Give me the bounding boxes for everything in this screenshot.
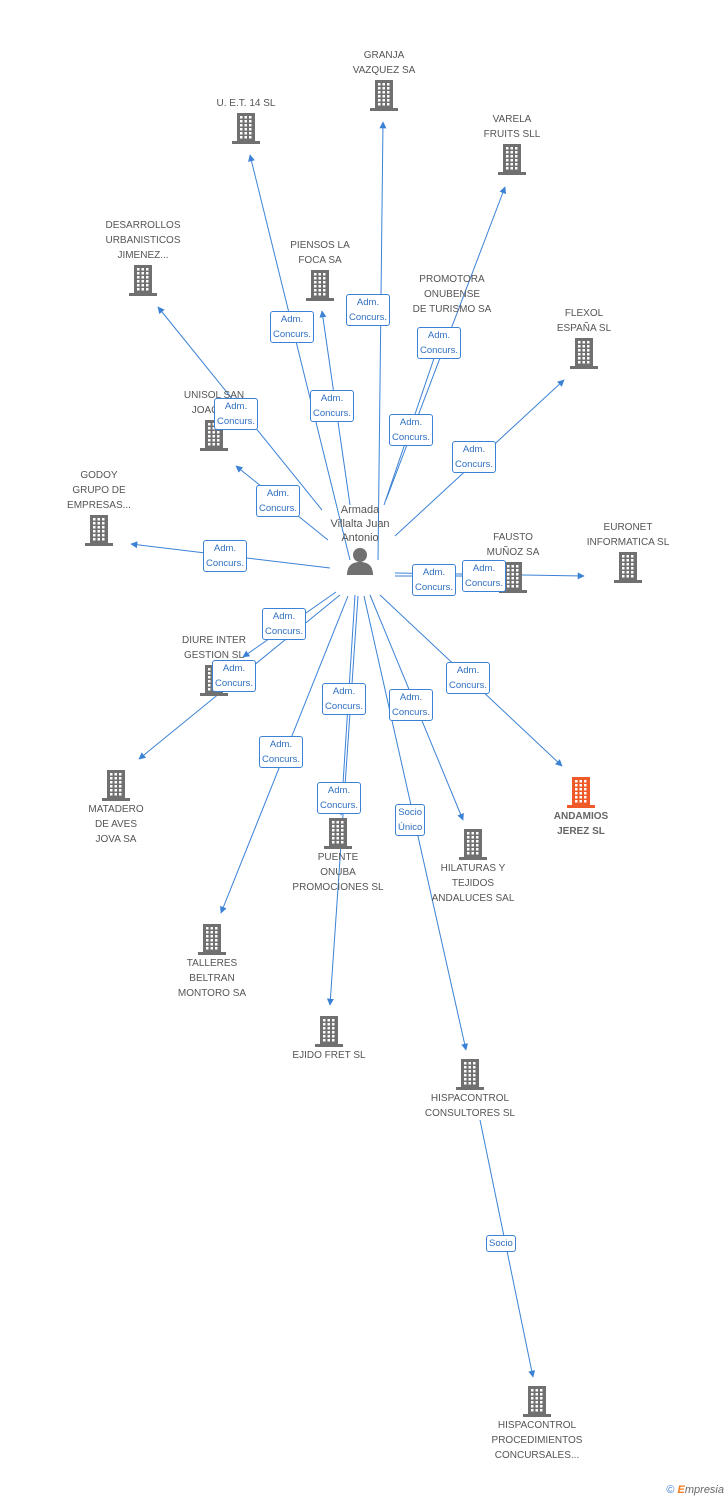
relation-badge-puente[interactable]: Adm. Concurs. (322, 683, 367, 715)
building-icon (232, 113, 260, 144)
person-icon (347, 548, 373, 575)
company-name: TALLERES BELTRAN MONTORO SA (177, 958, 247, 999)
relation-badge-andamios[interactable]: Adm. Concurs. (446, 662, 491, 694)
company-node-desarrollos[interactable]: DESARROLLOS URBANISTICOS JIMENEZ... (83, 218, 203, 297)
brand-initial: E (677, 1484, 685, 1496)
building-icon (614, 552, 642, 583)
company-name: GRANJA VAZQUEZ SA (352, 50, 416, 76)
company-node-hilaturas[interactable]: HILATURAS Y TEJIDOS ANDALUCES SAL (413, 827, 533, 906)
company-node-godoy[interactable]: GODOY GRUPO DE EMPRESAS... (39, 468, 159, 547)
company-node-matadero[interactable]: MATADERO DE AVES JOVA SA (61, 768, 171, 847)
relation-badge-godoy[interactable]: Adm. Concurs. (203, 540, 248, 572)
building-icon (306, 270, 334, 301)
company-node-ejido[interactable]: EJIDO FRET SL (274, 1014, 384, 1063)
relation-badge-varela[interactable]: Adm. Concurs. (417, 327, 462, 359)
company-name: PIENSOS LA FOCA SA (290, 240, 350, 266)
company-name: PROMOTORA ONUBENSE DE TURISMO SA (412, 274, 492, 315)
building-icon (315, 1016, 343, 1047)
building-icon (324, 818, 352, 849)
company-node-andamios[interactable]: ANDAMIOS JEREZ SL (526, 775, 636, 839)
relation-badge-matadero[interactable]: Adm. Concurs. (212, 660, 257, 692)
relation-badge-hilaturas[interactable]: Adm. Concurs. (389, 689, 434, 721)
center-person-node[interactable]: Armada Villalta Juan Antonio (305, 503, 415, 575)
relation-badge-flexol[interactable]: Adm. Concurs. (452, 441, 497, 473)
company-name: FAUSTO MUÑOZ SA (486, 532, 540, 558)
center-person-name: Armada Villalta Juan Antonio (330, 504, 390, 544)
company-node-euronet[interactable]: EURONET INFORMATICA SL (568, 520, 688, 584)
company-name: MATADERO DE AVES JOVA SA (88, 804, 144, 845)
company-node-granja[interactable]: GRANJA VAZQUEZ SA (329, 48, 439, 112)
company-node-piensos[interactable]: PIENSOS LA FOCA SA (265, 238, 375, 302)
building-icon (570, 338, 598, 369)
relation-badge-uet14[interactable]: Adm. Concurs. (270, 311, 315, 343)
company-name: UNISOL SAN JOAQUIN (183, 390, 245, 416)
building-icon (567, 777, 595, 808)
building-icon (498, 144, 526, 175)
relation-badge-desarrollos[interactable]: Adm. Concurs. (214, 398, 259, 430)
company-node-puente[interactable]: PUENTE ONUBA PROMOCIONES SL (278, 816, 398, 895)
brand-name: mpresia (684, 1484, 724, 1496)
building-icon (456, 1059, 484, 1090)
building-icon (459, 829, 487, 860)
relation-badge-unisol[interactable]: Adm. Concurs. (256, 485, 301, 517)
company-name: DIURE INTER GESTION SL (182, 635, 246, 661)
relation-badge-hispaproc[interactable]: Socio (486, 1235, 516, 1252)
company-node-hispacontrol[interactable]: HISPACONTROL CONSULTORES SL (410, 1057, 530, 1121)
building-icon (523, 1386, 551, 1417)
relation-badge-promotora[interactable]: Adm. Concurs. (389, 414, 434, 446)
company-name: EJIDO FRET SL (292, 1050, 366, 1061)
relation-badge-talleres[interactable]: Adm. Concurs. (259, 736, 304, 768)
company-node-hispaproc[interactable]: HISPACONTROL PROCEDIMIENTOS CONCURSALES.… (472, 1384, 602, 1463)
relation-badge-fausto[interactable]: Adm. Concurs. (412, 564, 457, 596)
footer-brand: © Empresia (666, 1484, 724, 1496)
building-icon (129, 265, 157, 296)
company-name: EURONET INFORMATICA SL (586, 522, 670, 548)
relation-badge-piensos[interactable]: Adm. Concurs. (310, 390, 355, 422)
relation-edge-uet14 (248, 154, 351, 561)
company-node-talleres[interactable]: TALLERES BELTRAN MONTORO SA (157, 922, 267, 1001)
company-node-uet14[interactable]: U. E.T. 14 SL (191, 96, 301, 145)
building-icon (198, 924, 226, 955)
company-name: GODOY GRUPO DE EMPRESAS... (67, 470, 131, 511)
company-name: U. E.T. 14 SL (216, 98, 276, 109)
relation-badge-hispacontrol[interactable]: Socio Único (395, 804, 426, 836)
relation-badge-diure[interactable]: Adm. Concurs. (262, 608, 307, 640)
company-node-promotora[interactable]: PROMOTORA ONUBENSE DE TURISMO SA (392, 272, 512, 317)
company-node-flexol[interactable]: FLEXOL ESPAÑA SL (529, 306, 639, 370)
company-name: PUENTE ONUBA PROMOCIONES SL (292, 852, 384, 893)
building-icon (85, 515, 113, 546)
relation-edge-granja (377, 121, 387, 561)
company-name: DESARROLLOS URBANISTICOS JIMENEZ... (105, 220, 181, 261)
company-name: VARELA FRUITS SLL (483, 114, 541, 140)
relation-badge-euronet[interactable]: Adm. Concurs. (462, 560, 507, 592)
building-icon (102, 770, 130, 801)
company-name: HILATURAS Y TEJIDOS ANDALUCES SAL (431, 863, 515, 904)
company-name: HISPACONTROL CONSULTORES SL (424, 1093, 516, 1119)
company-node-varela[interactable]: VARELA FRUITS SLL (457, 112, 567, 176)
company-name: ANDAMIOS JEREZ SL (553, 811, 609, 837)
copyright-symbol: © (666, 1484, 675, 1496)
relation-badge-granja[interactable]: Adm. Concurs. (346, 294, 391, 326)
relation-badge-ejido[interactable]: Adm. Concurs. (317, 782, 362, 814)
building-icon (370, 80, 398, 111)
company-name: HISPACONTROL PROCEDIMIENTOS CONCURSALES.… (491, 1420, 583, 1461)
company-name: FLEXOL ESPAÑA SL (556, 308, 612, 334)
